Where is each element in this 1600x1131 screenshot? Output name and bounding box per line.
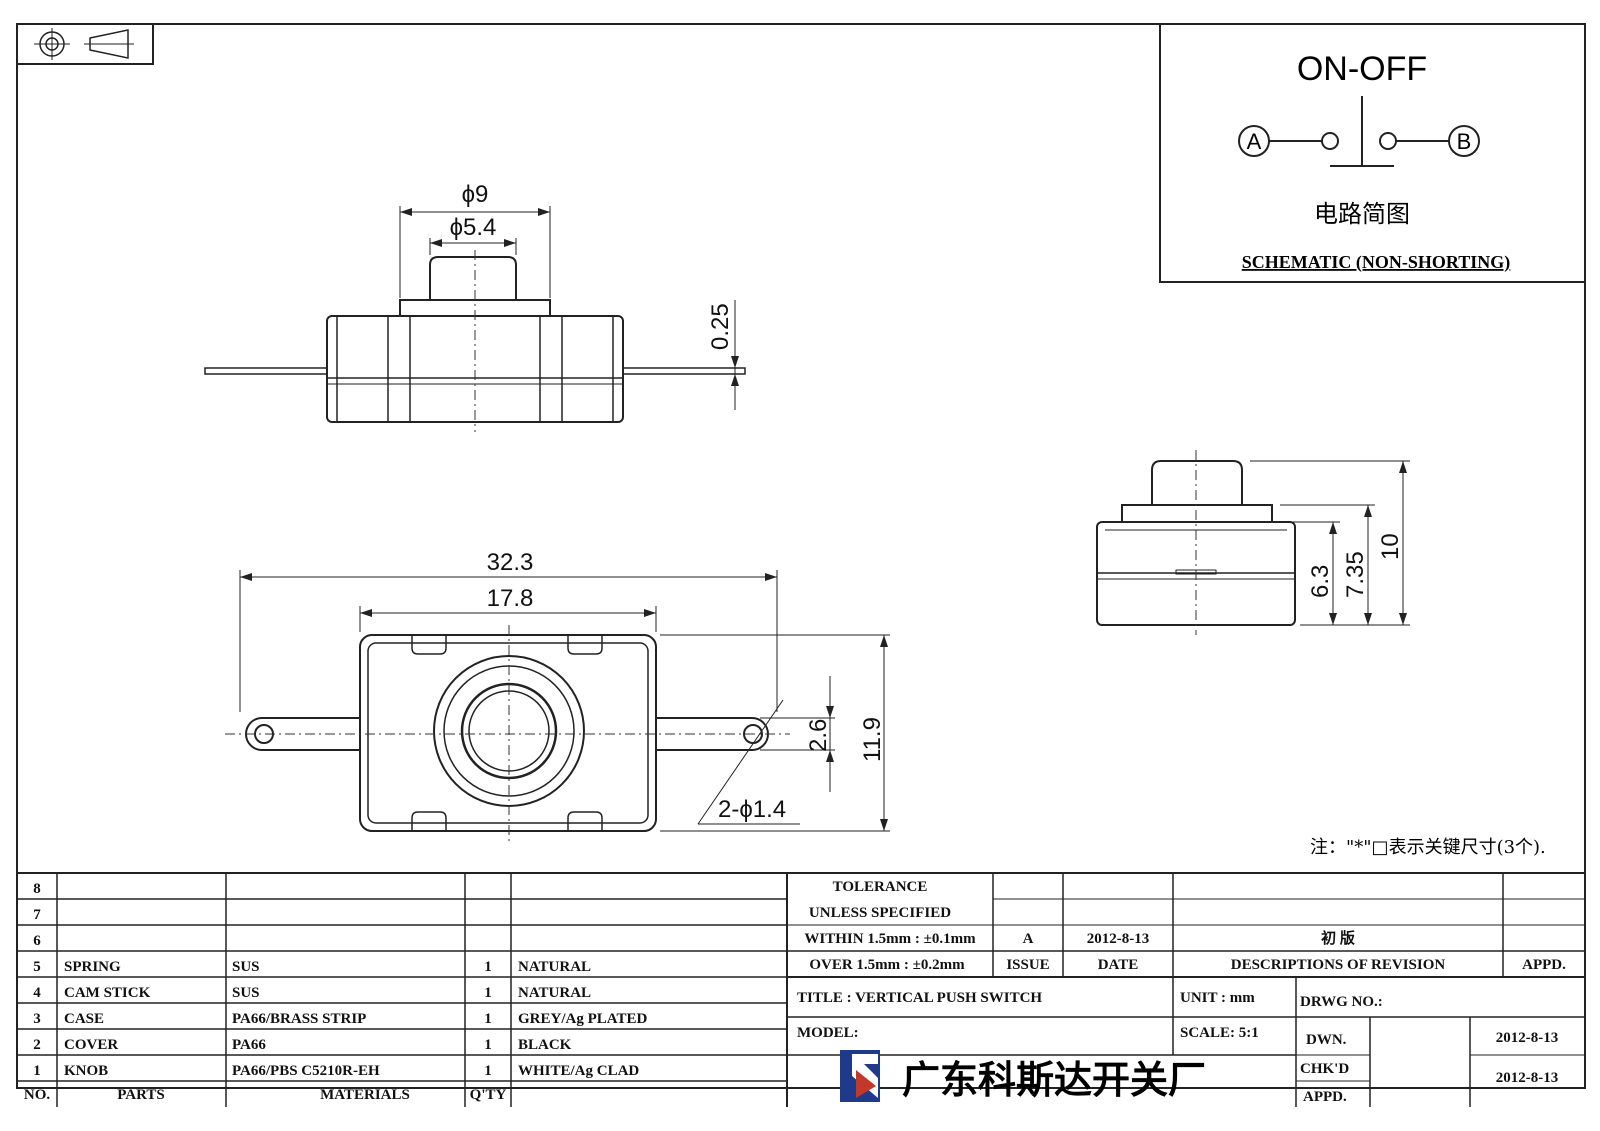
bom-cell-no: 8	[33, 881, 41, 897]
dim-inner-diameter: ϕ5.4	[450, 214, 497, 241]
bom-cell-no: 7	[33, 907, 41, 923]
sheet-border	[16, 23, 1586, 1089]
tolerance-line2: UNLESS SPECIFIED	[809, 905, 951, 921]
unit-field: UNIT : mm	[1180, 990, 1255, 1006]
revision-description: 初 版	[1321, 929, 1355, 947]
bom-cell-material: SUS	[232, 985, 260, 1001]
revision-appd-label: APPD.	[1522, 957, 1566, 973]
bom-header-materials: MATERIALS	[320, 1087, 410, 1103]
dim-side-h1: 6.3	[1307, 565, 1334, 598]
model-label: MODEL:	[797, 1025, 859, 1041]
bom-cell-qty: 1	[484, 1063, 492, 1079]
front-view: ϕ9 ϕ5.4 0.25	[204, 181, 746, 432]
terminal-b-label: B	[1457, 129, 1472, 154]
bom-cell-no: 1	[33, 1063, 41, 1079]
schematic-title: ON-OFF	[1297, 50, 1427, 88]
revision-issue: A	[1023, 931, 1034, 947]
bom-cell-part: SPRING	[64, 959, 121, 975]
issue-label: ISSUE	[1006, 957, 1049, 973]
side-view: 6.3 7.35 10	[1096, 450, 1410, 635]
bom-cell-finish: BLACK	[518, 1037, 572, 1053]
dim-outer-diameter: ϕ9	[462, 181, 489, 208]
drawing-title: TITLE : VERTICAL PUSH SWITCH	[797, 990, 1042, 1006]
bom-cell-no: 4	[33, 985, 41, 1001]
schematic-chinese-caption: 电路简图	[1314, 200, 1410, 228]
dim-side-h2: 7.35	[1342, 551, 1369, 598]
bom-cell-material: SUS	[232, 959, 260, 975]
bom-cell-qty: 1	[484, 985, 492, 1001]
bom-cell-material: PA66	[232, 1037, 266, 1053]
dim-side-h3: 10	[1377, 533, 1404, 560]
drawn-date: 2012-8-13	[1496, 1030, 1559, 1046]
dim-body-length: 17.8	[487, 585, 534, 612]
bom-cell-no: 2	[33, 1037, 41, 1053]
bom-cell-finish: NATURAL	[518, 985, 591, 1001]
bom-cell-qty: 1	[484, 959, 492, 975]
bom-cell-part: CAM STICK	[64, 985, 151, 1001]
drawn-label: DWN.	[1306, 1032, 1347, 1048]
bom-header-qty: Q'TY	[470, 1087, 507, 1103]
company-logo-icon	[840, 1050, 880, 1102]
descriptions-label: DESCRIPTIONS OF REVISION	[1231, 957, 1446, 973]
bom-cell-qty: 1	[484, 1011, 492, 1027]
bom-header-parts: PARTS	[117, 1087, 165, 1103]
bom-cell-part: CASE	[64, 1011, 104, 1027]
dim-height: 11.9	[859, 717, 886, 762]
key-dimension-note: 注："*"□表示关键尺寸(3个).	[1310, 837, 1546, 858]
revision-date: 2012-8-13	[1087, 931, 1150, 947]
tolerance-line4: OVER 1.5mm : ±0.2mm	[809, 957, 965, 973]
bom-cell-no: 6	[33, 933, 41, 949]
bom-cell-material: PA66/PBS C5210R-EH	[232, 1063, 380, 1079]
bom-cell-finish: GREY/Ag PLATED	[518, 1011, 647, 1027]
schematic-panel: ON-OFF A B 电路简图 SCHEMATIC (NON-SHORTING)	[1159, 23, 1586, 283]
drawing-number-label: DRWG NO.:	[1300, 994, 1383, 1010]
tolerance-line1: TOLERANCE	[833, 879, 928, 895]
dim-thickness: 0.25	[707, 303, 734, 350]
dim-overall-length: 32.3	[487, 549, 534, 576]
bom-cell-part: COVER	[64, 1037, 118, 1053]
company-name: 广东科斯达开关厂	[902, 1058, 1206, 1102]
dim-tab-height: 2.6	[805, 719, 832, 752]
terminal-a-label: A	[1247, 129, 1262, 154]
terminal-b-circle	[1448, 125, 1480, 157]
scale-field: SCALE: 5:1	[1180, 1025, 1259, 1041]
bom-cell-qty: 1	[484, 1037, 492, 1053]
checked-label: CHK'D	[1300, 1061, 1349, 1077]
checked-date: 2012-8-13	[1496, 1070, 1559, 1086]
date-label: DATE	[1098, 957, 1139, 973]
bom-header-no: NO.	[24, 1087, 51, 1103]
plan-view: 32.3 17.8 2.6 11.9 2-ϕ1.4	[225, 549, 890, 842]
bom-cell-no: 3	[33, 1011, 41, 1027]
bom-cell-finish: WHITE/Ag CLAD	[518, 1063, 639, 1079]
tolerance-line3: WITHIN 1.5mm : ±0.1mm	[804, 931, 976, 947]
approved-label: APPD.	[1303, 1089, 1347, 1105]
bom-cell-part: KNOB	[64, 1063, 108, 1079]
bom-cell-finish: NATURAL	[518, 959, 591, 975]
bom-cell-no: 5	[33, 959, 41, 975]
schematic-caption: SCHEMATIC (NON-SHORTING)	[1242, 252, 1511, 273]
dim-hole-callout: 2-ϕ1.4	[718, 796, 786, 823]
bom-cell-material: PA66/BRASS STRIP	[232, 1011, 366, 1027]
projection-symbol-icon	[16, 23, 154, 65]
